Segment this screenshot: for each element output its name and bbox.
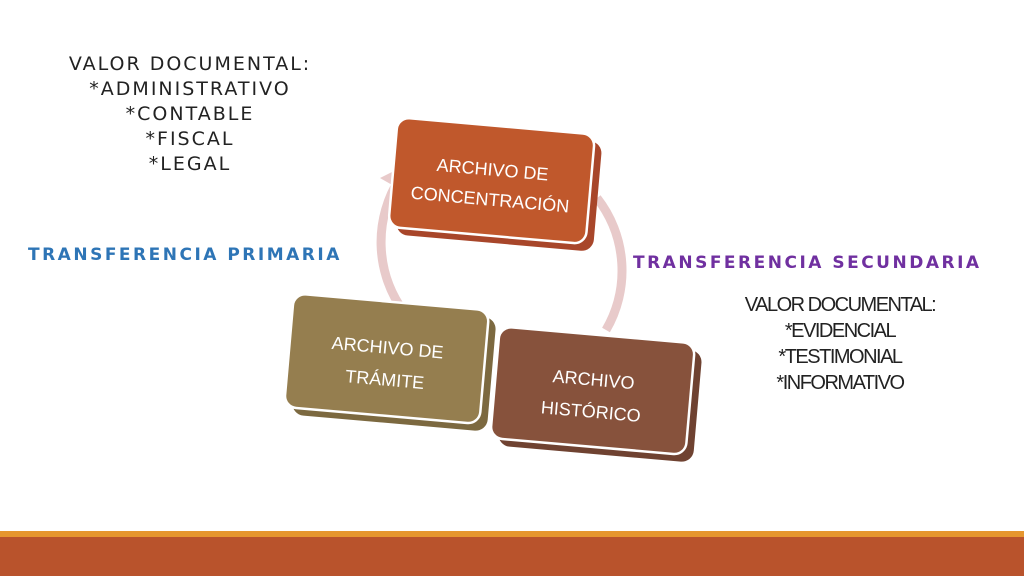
primary-value-item: *ADMINISTRATIVO — [89, 78, 291, 100]
footer-accent-line — [0, 531, 1024, 537]
primary-value-item: *CONTABLE — [125, 103, 255, 125]
box-face — [283, 293, 490, 425]
secondary-value-item: *EVIDENCIAL — [784, 320, 897, 342]
box-archivo-tramite: ARCHIVO DE TRÁMITE — [283, 293, 496, 431]
cycle-ring-arc-right — [593, 195, 627, 333]
secondary-value-item: *INFORMATIVO — [776, 372, 905, 394]
box-face — [489, 326, 696, 456]
secondary-value-item: *TESTIMONIAL — [778, 346, 903, 368]
primary-values-block: VALOR DOCUMENTAL: *ADMINISTRATIVO *CONTA… — [40, 52, 340, 177]
primary-transfer-label: TRANSFERENCIA PRIMARIA — [28, 245, 342, 265]
box-archivo-historico: ARCHIVO HISTÓRICO — [489, 326, 702, 462]
primary-value-item: *FISCAL — [145, 128, 235, 150]
footer-bar — [0, 537, 1024, 576]
primary-value-item: *LEGAL — [148, 153, 232, 175]
primary-values-title: VALOR DOCUMENTAL: — [68, 53, 312, 75]
secondary-transfer-label: TRANSFERENCIA SECUNDARIA — [633, 253, 982, 273]
box-archivo-concentracion: ARCHIVO DE CONCENTRACIÓN — [387, 117, 602, 251]
secondary-values-title: VALOR DOCUMENTAL: — [744, 294, 937, 316]
secondary-values-block: VALOR DOCUMENTAL: *EVIDENCIAL *TESTIMONI… — [700, 292, 980, 396]
box-face — [387, 117, 596, 245]
